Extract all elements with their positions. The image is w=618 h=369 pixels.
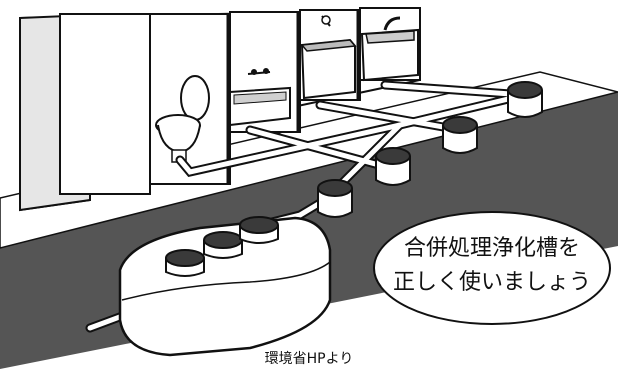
bathtub-icon: [229, 68, 291, 127]
caption-line-2: 正しく使いましょう: [392, 270, 591, 295]
washing-machine-icon: [300, 15, 357, 100]
manhole-icon: [317, 81, 543, 218]
bubble-caption: 合併処理浄化槽を 正しく使いましょう: [374, 232, 610, 300]
speech-bubble: [373, 211, 611, 325]
septic-tank-icon: [118, 216, 332, 357]
caption-line-1: 合併処理浄化槽を: [403, 236, 580, 261]
sink-icon: [360, 16, 419, 82]
source-credit: 環境省HPより: [264, 351, 354, 367]
toilet-icon: [155, 75, 210, 163]
